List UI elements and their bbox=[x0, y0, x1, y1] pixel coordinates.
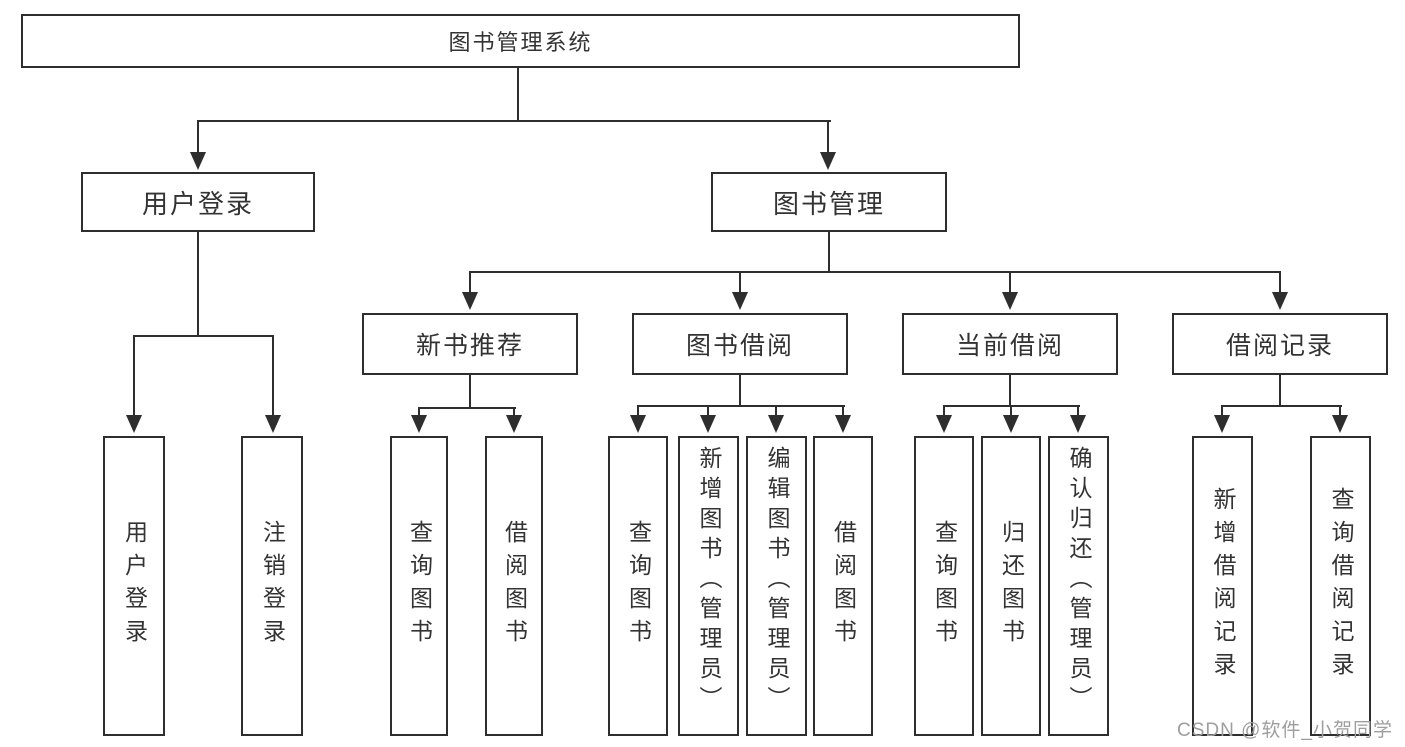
node-label: 查询图书 bbox=[931, 520, 958, 652]
node-label: 归还图书 bbox=[998, 520, 1025, 652]
arrow-down-icon bbox=[1070, 415, 1086, 433]
arrow-down-icon bbox=[411, 415, 427, 433]
node-book-management: 图书管理 bbox=[711, 172, 947, 232]
node-label: 查询图书 bbox=[406, 520, 433, 652]
node-leaf-current-query-books: 查询图书 bbox=[914, 436, 974, 736]
connector-line bbox=[1279, 375, 1281, 407]
connector-line bbox=[133, 335, 274, 337]
arrow-down-icon bbox=[820, 152, 836, 170]
node-leaf-recommend-query-books: 查询图书 bbox=[390, 436, 448, 736]
node-label: 新增图书（管理员） bbox=[696, 446, 722, 716]
connector-line bbox=[469, 271, 1281, 273]
connector-line bbox=[197, 120, 199, 154]
connector-line bbox=[943, 405, 945, 418]
node-label: 当前借阅 bbox=[955, 332, 1064, 360]
node-leaf-borrowing-add-books: 新增图书（管理员） bbox=[678, 436, 739, 736]
node-borrowing-records: 借阅记录 bbox=[1172, 313, 1388, 375]
connector-line bbox=[828, 232, 830, 273]
connector-line bbox=[418, 407, 516, 409]
connector-line bbox=[133, 335, 135, 417]
node-label: 借阅图书 bbox=[830, 520, 857, 652]
node-label: 注销登录 bbox=[259, 520, 286, 652]
arrow-down-icon bbox=[126, 415, 142, 433]
connector-line bbox=[637, 405, 639, 418]
connector-line bbox=[469, 375, 471, 409]
arrow-down-icon bbox=[768, 415, 784, 433]
arrow-down-icon bbox=[1214, 415, 1230, 433]
node-label: 新增借阅记录 bbox=[1210, 487, 1236, 685]
node-leaf-current-return-books: 归还图书 bbox=[981, 436, 1041, 736]
connector-line bbox=[827, 120, 829, 154]
node-leaf-borrowing-borrow-books: 借阅图书 bbox=[813, 436, 873, 736]
node-leaf-recommend-borrow-books: 借阅图书 bbox=[485, 436, 543, 736]
arrow-down-icon bbox=[700, 415, 716, 433]
connector-line bbox=[418, 407, 420, 418]
arrow-down-icon bbox=[1003, 415, 1019, 433]
connector-line bbox=[739, 271, 741, 294]
node-leaf-records-query-record: 查询借阅记录 bbox=[1310, 436, 1371, 736]
arrow-down-icon bbox=[936, 415, 952, 433]
connector-line bbox=[197, 232, 199, 337]
connector-line bbox=[1339, 405, 1341, 418]
node-label: 借阅记录 bbox=[1225, 332, 1334, 360]
connector-line bbox=[1009, 375, 1011, 407]
node-library-management-system: 图书管理系统 bbox=[21, 14, 1020, 68]
node-label: 用户登录 bbox=[121, 520, 148, 652]
connector-line bbox=[197, 120, 831, 122]
node-label: 用户登录 bbox=[141, 188, 254, 219]
arrow-down-icon bbox=[835, 415, 851, 433]
connector-line bbox=[1221, 405, 1342, 407]
node-leaf-user-login: 用户登录 bbox=[103, 436, 165, 736]
connector-line bbox=[272, 335, 274, 417]
node-label: 图书借阅 bbox=[685, 332, 794, 360]
node-leaf-current-confirm-return: 确认归还（管理员） bbox=[1048, 436, 1109, 736]
node-label: 图书管理系统 bbox=[448, 30, 593, 55]
connector-line bbox=[469, 271, 471, 294]
arrow-down-icon bbox=[462, 292, 478, 310]
node-label: 编辑图书（管理员） bbox=[764, 446, 790, 716]
connector-line bbox=[1010, 405, 1012, 418]
connector-line bbox=[707, 405, 709, 418]
arrow-down-icon bbox=[506, 415, 522, 433]
node-current-borrowing: 当前借阅 bbox=[902, 313, 1118, 375]
connector-line bbox=[842, 405, 844, 418]
arrow-down-icon bbox=[265, 415, 281, 433]
connector-line bbox=[739, 375, 741, 407]
node-leaf-borrowing-query-books: 查询图书 bbox=[608, 436, 668, 736]
node-label: 图书管理 bbox=[772, 188, 885, 219]
connector-line bbox=[1221, 405, 1223, 418]
node-label: 借阅图书 bbox=[501, 520, 528, 652]
node-user-login: 用户登录 bbox=[81, 172, 315, 232]
node-book-borrowing: 图书借阅 bbox=[632, 313, 848, 375]
arrow-down-icon bbox=[1272, 292, 1288, 310]
watermark: CSDN @软件_小贺同学 bbox=[1177, 720, 1393, 741]
node-label: 查询图书 bbox=[625, 520, 652, 652]
arrow-down-icon bbox=[630, 415, 646, 433]
arrow-down-icon bbox=[1002, 292, 1018, 310]
connector-line bbox=[517, 68, 519, 122]
arrow-down-icon bbox=[1332, 415, 1348, 433]
connector-line bbox=[1279, 271, 1281, 294]
connector-line bbox=[775, 405, 777, 418]
node-label: 查询借阅记录 bbox=[1328, 487, 1354, 685]
arrow-down-icon bbox=[732, 292, 748, 310]
connector-line bbox=[1009, 271, 1011, 294]
node-leaf-logout: 注销登录 bbox=[241, 436, 303, 736]
node-leaf-borrowing-edit-books: 编辑图书（管理员） bbox=[746, 436, 807, 736]
connector-line bbox=[513, 407, 515, 418]
node-leaf-records-add-record: 新增借阅记录 bbox=[1192, 436, 1253, 736]
node-label: 确认归还（管理员） bbox=[1066, 446, 1092, 716]
connector-line bbox=[637, 405, 845, 407]
node-new-book-recommend: 新书推荐 bbox=[362, 313, 578, 375]
connector-line bbox=[1077, 405, 1079, 418]
node-label: 新书推荐 bbox=[415, 332, 524, 360]
arrow-down-icon bbox=[190, 152, 206, 170]
